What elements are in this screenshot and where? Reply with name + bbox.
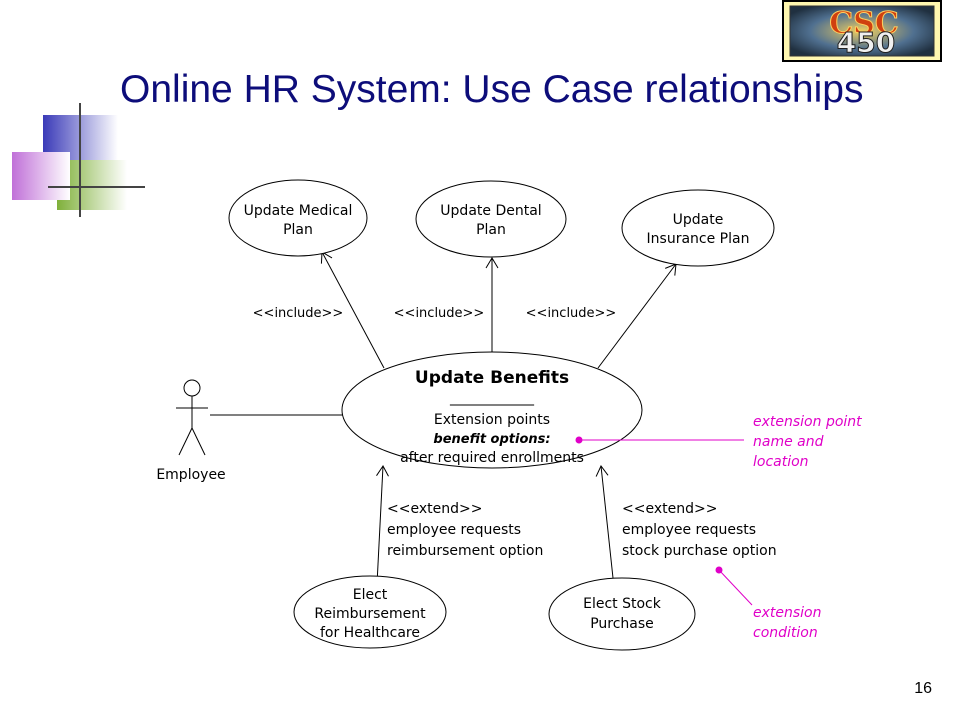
extend-label-stock-3: stock purchase option [622,543,777,559]
pink-square [12,152,70,200]
extend-label-reimbursement-1: <<extend>> [387,501,482,517]
medical-label-1: Update Medical [244,203,353,219]
extend-label-reimbursement-3: reimbursement option [387,543,543,559]
extend-arrow-stock [595,465,614,579]
page-number: 16 [914,680,932,697]
slide-title: Online HR System: Use Case relationships [120,68,864,111]
course-logo: CSC 450 [782,0,942,62]
stock-label-1: Elect Stock [583,596,662,612]
extend-label-stock-1: <<extend>> [622,501,717,517]
dental-label-1: Update Dental [440,203,541,219]
reimbursement-label-3: for Healthcare [320,625,420,641]
extend-label-reimbursement-2: employee requests [387,522,521,538]
include-label-insurance: <<include>> [526,306,617,321]
logo-text-top: CSC [829,6,898,41]
insurance-label-1: Update [673,212,724,228]
extend-arrow-reimbursement [376,465,389,585]
use-case-update-dental-plan [415,180,567,258]
use-case-update-benefits [341,351,643,469]
reimbursement-label-2: Reimbursement [314,606,426,622]
include-label-dental: <<include>> [394,306,485,321]
benefits-name: Update Benefits [415,368,569,388]
annotation-extension-condition-line-2: condition [753,625,818,641]
dental-label-2: Plan [476,222,506,238]
employee-actor [176,379,208,456]
annotation-extension-condition-line-1: extension [753,605,822,621]
decorative-squares [12,103,145,217]
use-case-update-medical-plan [228,179,368,257]
annotation-extension-point-line-1: extension point [753,414,862,430]
reimbursement-label-1: Elect [353,587,388,603]
annotation-extension-point [575,436,744,444]
include-arrow-medical [320,251,385,369]
include-arrow-insurance [597,263,677,369]
medical-label-2: Plan [283,222,313,238]
extend-label-stock-2: employee requests [622,522,756,538]
extension-points-heading: Extension points [434,412,550,428]
extension-point-location: after required enrollments [400,450,584,466]
insurance-label-2: Insurance Plan [647,231,750,247]
actor-label: Employee [156,467,225,483]
include-label-medical: <<include>> [253,306,344,321]
use-case-elect-reimbursement [293,575,447,649]
use-case-update-insurance-plan [621,189,775,267]
annotation-extension-point-line-3: location [753,454,809,470]
benefits-separator: ____________ [449,390,535,406]
stock-label-2: Purchase [590,616,654,632]
annotation-extension-point-line-2: name and [753,434,824,450]
extension-point-name: benefit options: [433,432,550,447]
annotation-extension-condition [715,566,753,606]
use-case-elect-stock-purchase [548,577,696,651]
logo-text-bottom: 450 [837,26,895,59]
